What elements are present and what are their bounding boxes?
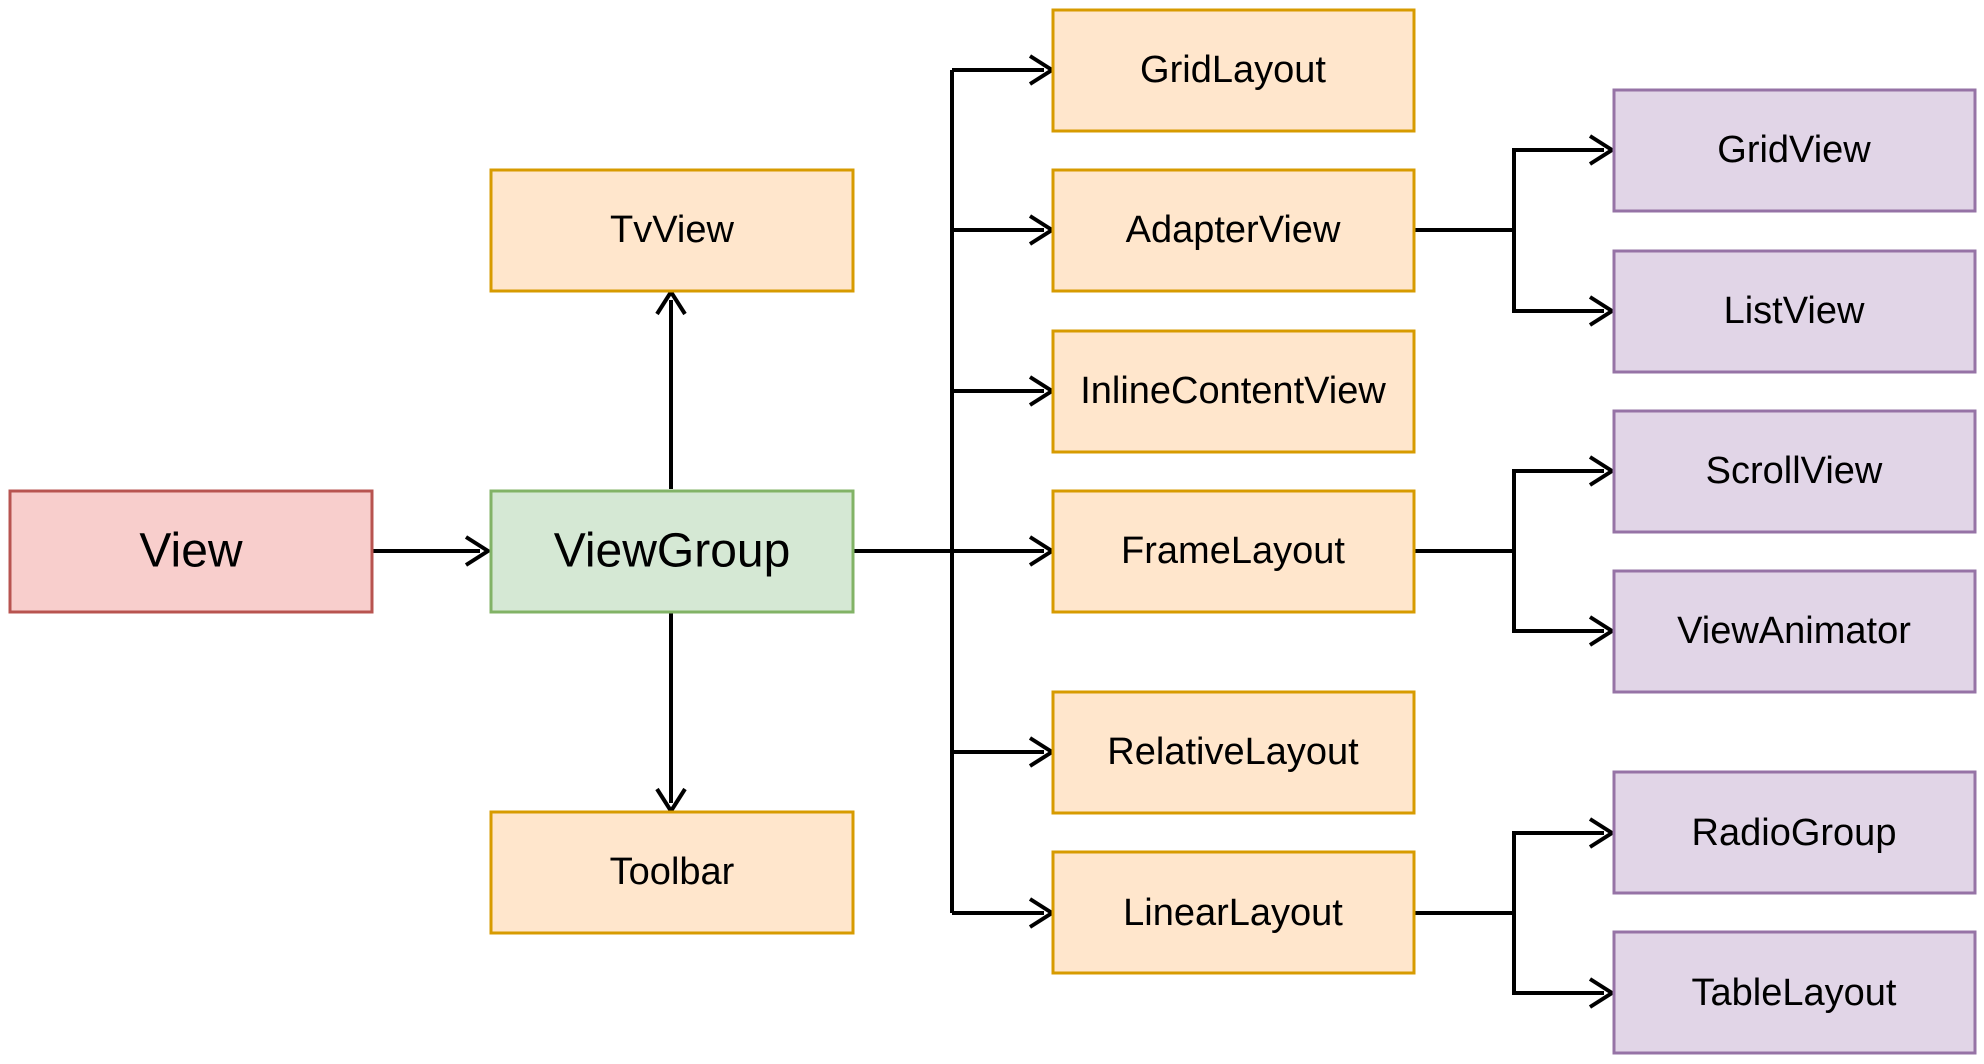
node-relativelayout: RelativeLayout [1051, 690, 1416, 815]
node-gridlayout-box [1051, 8, 1416, 133]
node-tvview: TvView [489, 168, 855, 293]
node-inlinecontentview-label: InlineContentView [1080, 370, 1386, 412]
node-tablelayout-box [1612, 930, 1977, 1055]
node-inlinecontentview: InlineContentView [1051, 329, 1416, 454]
node-relativelayout-label: RelativeLayout [1107, 731, 1359, 773]
node-gridview-box [1612, 88, 1977, 213]
node-radiogroup-label: RadioGroup [1692, 812, 1897, 854]
node-viewanimator: ViewAnimator [1612, 569, 1977, 694]
node-tablelayout: TableLayout [1612, 930, 1977, 1055]
arrowhead-gridview [1588, 134, 1616, 166]
node-linearlayout-label: LinearLayout [1123, 892, 1343, 934]
node-gridlayout: GridLayout [1051, 8, 1416, 133]
node-view-box [8, 489, 374, 614]
node-framelayout-label: FrameLayout [1121, 530, 1345, 572]
edge-adapterview-bus [1414, 148, 1604, 313]
arrowhead-listview [1588, 295, 1616, 327]
node-view: View [8, 489, 374, 614]
node-framelayout-box [1051, 489, 1416, 614]
node-scrollview-box [1612, 409, 1977, 534]
node-radiogroup-box [1612, 770, 1977, 895]
node-toolbar-box [489, 810, 855, 935]
node-viewgroup-label: ViewGroup [554, 525, 791, 578]
node-framelayout: FrameLayout [1051, 489, 1416, 614]
nodes: View ViewGroup TvView Toolbar GridLayout… [8, 8, 1977, 1055]
node-scrollview: ScrollView [1612, 409, 1977, 534]
node-toolbar: Toolbar [489, 810, 855, 935]
node-gridview-label: GridView [1717, 129, 1871, 171]
node-adapterview-label: AdapterView [1126, 209, 1341, 251]
node-relativelayout-box [1051, 690, 1416, 815]
arrowhead-viewgroup-left [464, 535, 492, 567]
arrowhead-tablelayout [1588, 977, 1616, 1009]
edge-linearlayout-bus [1414, 831, 1604, 995]
node-viewanimator-box [1612, 569, 1977, 694]
node-tablelayout-label: TableLayout [1692, 972, 1897, 1014]
node-adapterview-box [1051, 168, 1416, 293]
node-radiogroup: RadioGroup [1612, 770, 1977, 895]
node-scrollview-label: ScrollView [1706, 450, 1883, 492]
node-gridlayout-label: GridLayout [1140, 49, 1326, 91]
node-linearlayout-box [1051, 850, 1416, 975]
node-listview-box [1612, 249, 1977, 374]
node-adapterview: AdapterView [1051, 168, 1416, 293]
node-viewgroup-box [489, 489, 855, 614]
node-linearlayout: LinearLayout [1051, 850, 1416, 975]
arrowhead-viewanimator [1588, 615, 1616, 647]
node-listview-label: ListView [1724, 290, 1865, 332]
node-viewgroup: ViewGroup [489, 489, 855, 614]
node-inlinecontentview-box [1051, 329, 1416, 454]
node-gridview: GridView [1612, 88, 1977, 213]
edge-framelayout-bus [1414, 469, 1604, 633]
node-toolbar-label: Toolbar [610, 851, 735, 893]
node-view-label: View [139, 525, 243, 578]
node-tvview-label: TvView [610, 209, 734, 251]
node-listview: ListView [1612, 249, 1977, 374]
node-viewanimator-label: ViewAnimator [1677, 610, 1911, 652]
arrowhead-scrollview [1588, 455, 1616, 487]
arrowhead-radiogroup [1588, 817, 1616, 849]
node-tvview-box [489, 168, 855, 293]
